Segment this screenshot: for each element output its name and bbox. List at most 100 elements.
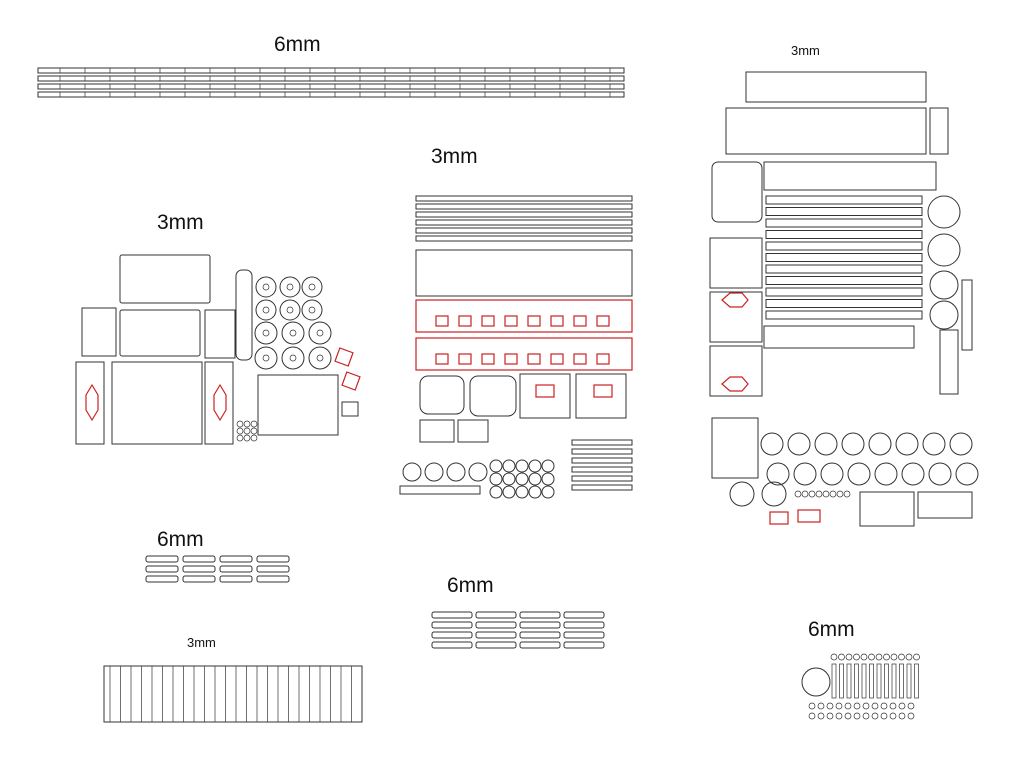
- label-3mm-left: 3mm: [157, 211, 204, 234]
- connector-6mm: [256, 565, 290, 573]
- right-6mm-washer-row1: [880, 702, 888, 710]
- right-cab-side-a: [709, 291, 763, 343]
- right-6mm-washer-row1: [826, 702, 834, 710]
- right-slat-stack: [765, 195, 923, 320]
- window-cutout: [435, 315, 449, 327]
- right-6mm-washer-row2: [817, 712, 825, 720]
- slat: [415, 227, 633, 234]
- left-red-tag-a: [334, 347, 354, 367]
- rail-strip: [37, 83, 625, 90]
- connector-6mm: [256, 575, 290, 583]
- mid-spoked-wheel: [528, 459, 542, 473]
- mid-spoked-wheel: [541, 472, 555, 486]
- right-spoked-wheel: [868, 432, 892, 456]
- middle-window-row: [435, 315, 610, 365]
- right-3mm-parts: [709, 71, 979, 527]
- right-slat: [765, 218, 923, 228]
- connector-6mm: [145, 575, 179, 583]
- right-plain-wheel: [766, 462, 790, 486]
- right-6mm-washer-row2: [880, 712, 888, 720]
- window-cutout: [504, 353, 518, 365]
- middle-3mm-parts: [399, 195, 633, 499]
- connector-6mm: [563, 611, 605, 619]
- right-plain-wheel: [820, 462, 844, 486]
- right-6mm-washer-row1: [853, 702, 861, 710]
- small-washer: [250, 427, 258, 435]
- right-6mm-washer-top: [853, 653, 860, 661]
- left-red-engrave-a: [85, 383, 99, 422]
- right-red-tag-b: [797, 509, 821, 523]
- label-6mm-middle-small: 6mm: [447, 574, 494, 597]
- right-plain-wheel: [874, 462, 898, 486]
- right-6mm-washer-row2: [853, 712, 861, 720]
- middle-red-mark-a: [535, 384, 555, 398]
- mid-spoked-wheel: [541, 459, 555, 473]
- window-cutout: [504, 315, 518, 327]
- right-6mm-washer-row1: [808, 702, 816, 710]
- connector-6mm: [475, 611, 517, 619]
- mid-wheel: [402, 462, 422, 482]
- small-washer: [250, 420, 258, 428]
- right-gear-a: [929, 270, 959, 300]
- right-6mm-washer-row1: [817, 702, 825, 710]
- spoked-wheel: [279, 276, 301, 298]
- right-small-washer: [822, 490, 830, 498]
- small-washer: [236, 427, 244, 435]
- wheel-hub: [262, 306, 270, 314]
- mid-spoked-wheel: [541, 485, 555, 499]
- connector-6mm: [145, 565, 179, 573]
- slat: [415, 219, 633, 226]
- right-6mm-pin: [869, 663, 874, 699]
- right-6mm-washer-row2: [844, 712, 852, 720]
- right-small-washer: [815, 490, 823, 498]
- right-6mm-pin: [876, 663, 882, 699]
- right-6mm-pin: [884, 663, 889, 699]
- right-plain-wheel: [793, 462, 817, 486]
- right-6mm-pin: [891, 663, 897, 699]
- small-washer: [236, 420, 244, 428]
- right-plain-wheel: [928, 462, 952, 486]
- left-wheel-set: [236, 276, 332, 442]
- wheel-axle-hole: [262, 329, 270, 337]
- right-large-disc-a: [729, 481, 755, 507]
- wheel-axle-hole: [316, 354, 324, 362]
- right-slat: [765, 264, 923, 274]
- spoked-wheel: [255, 299, 277, 321]
- slat: [415, 235, 633, 242]
- right-6mm-washer-row2: [871, 712, 879, 720]
- connector-6mm: [431, 611, 473, 619]
- plain-wheel: [254, 346, 278, 370]
- right-6mm-washer-top: [883, 653, 890, 661]
- right-slat: [765, 299, 923, 308]
- middle-bogie-a: [419, 375, 465, 415]
- left-small-panel: [81, 307, 117, 357]
- right-6mm-washer-top: [875, 653, 883, 661]
- right-6mm-washer-row1: [844, 702, 852, 710]
- wheel-axle-hole: [289, 329, 297, 337]
- connector-6mm: [431, 621, 473, 629]
- right-slat: [765, 310, 923, 320]
- right-plain-wheel: [901, 462, 925, 486]
- right-slat: [765, 287, 923, 297]
- right-spoked-wheel: [760, 432, 784, 456]
- right-6mm-pin: [831, 663, 837, 699]
- top-rail-strips: [37, 67, 625, 98]
- wheel-axle-hole: [289, 354, 297, 362]
- connector-6mm: [256, 555, 290, 563]
- connector-6mm: [182, 575, 216, 583]
- right-small-washer: [801, 490, 809, 498]
- right-slat: [765, 195, 923, 205]
- mid-wheel: [468, 462, 488, 482]
- right-6mm-washer-row2: [862, 712, 870, 720]
- mid-ladder-rung: [571, 439, 633, 446]
- mid-spoked-wheel: [489, 472, 503, 486]
- left-curved-strip: [235, 269, 253, 361]
- middle-roof-panel: [415, 249, 633, 297]
- right-6mm-washer-top: [913, 653, 920, 661]
- connector-6mm: [519, 631, 561, 639]
- right-window-block: [711, 417, 759, 479]
- connector-6mm: [519, 641, 561, 649]
- right-6mm-pin: [846, 663, 852, 699]
- wheel-hub: [286, 283, 294, 291]
- mid-window-frame-b: [457, 419, 489, 443]
